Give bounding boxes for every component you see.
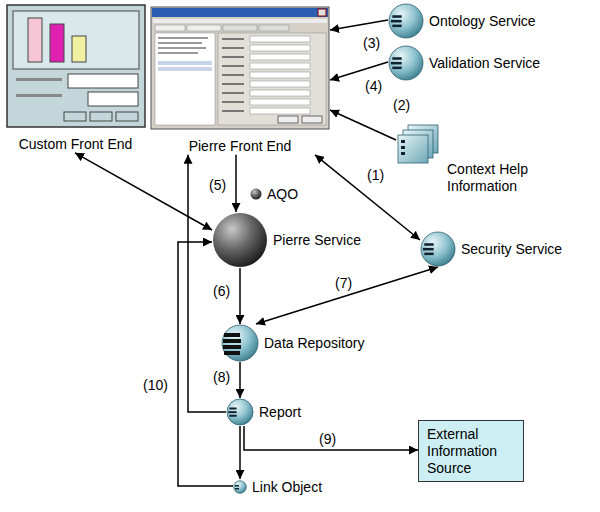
front-end-node: Pierre Front End [150, 6, 330, 155]
node-label: Report [259, 404, 301, 421]
connector-arrow [330, 20, 388, 30]
aqo-node: AQO [250, 186, 298, 203]
callout-number: (9) [318, 432, 337, 447]
callout-number: (8) [212, 370, 231, 385]
connector-arrow [239, 362, 241, 398]
connector-arrow [75, 153, 212, 230]
link-object-icon [233, 480, 247, 494]
service-icon [388, 3, 424, 39]
connector-arrow [178, 242, 233, 486]
connector-arrow [239, 268, 241, 324]
node-label: Pierre Service [273, 232, 361, 249]
connector-arrow [244, 426, 418, 450]
context-help-documents [396, 123, 442, 165]
callout-number: (1) [366, 168, 385, 183]
external-source-box: External Information Source [418, 420, 524, 482]
callout-number: (4) [364, 79, 383, 94]
pierre-service-sphere [212, 212, 268, 268]
node-label: Custom Front End [19, 136, 133, 153]
callout-number: (10) [142, 378, 169, 393]
service-icon [420, 231, 456, 267]
connector-arrow [235, 155, 237, 212]
callout-number: (2) [392, 98, 411, 113]
callout-number: (5) [208, 178, 227, 193]
link-object-node: Link Object [233, 479, 322, 496]
node-label: Data Repository [264, 335, 364, 352]
help-node: Context Help Information [396, 123, 543, 165]
callout-number: (6) [212, 284, 231, 299]
callout-number: (3) [362, 36, 381, 51]
aqo-dot [250, 188, 262, 200]
pierre-front-end-screenshot [150, 6, 330, 130]
connector-arrow [330, 62, 388, 80]
node-label: Security Service [461, 241, 562, 258]
connector-arrow [256, 267, 438, 324]
node-label: External Information Source [427, 426, 515, 476]
report-node: Report [226, 398, 301, 426]
callout-number: (7) [334, 276, 353, 291]
service-icon [388, 45, 424, 81]
node-label: Validation Service [429, 55, 540, 72]
front-end-node: Custom Front End [3, 4, 148, 153]
service-node: Pierre Service [212, 212, 361, 268]
node-label: Context Help Information [447, 161, 543, 195]
service-icon [226, 398, 254, 426]
repository-node: Data Repository [221, 324, 364, 362]
connector-arrow [330, 110, 396, 140]
node-label: Pierre Front End [189, 138, 292, 155]
service-node: Security Service [420, 231, 562, 267]
connector-arrow [315, 155, 420, 240]
node-label: AQO [267, 186, 298, 203]
custom-front-end-illustration [6, 4, 146, 128]
node-label: Link Object [252, 479, 322, 496]
service-node: Ontology Service [388, 3, 536, 39]
repository-icon [221, 324, 259, 362]
service-node: Validation Service [388, 45, 540, 81]
connector-arrow [239, 426, 241, 479]
node-label: Ontology Service [429, 13, 536, 30]
